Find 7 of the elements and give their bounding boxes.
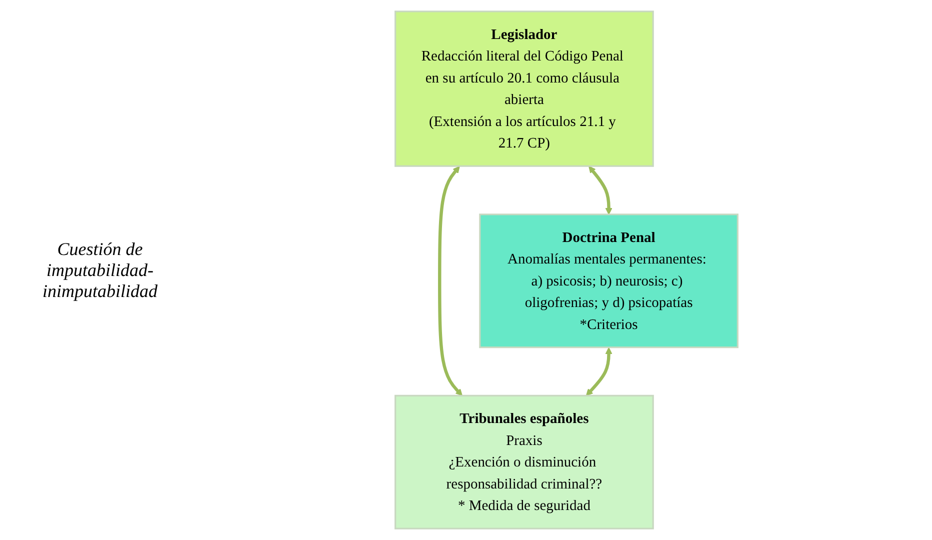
arrow [588,166,612,215]
node-box: Tribunales españoles Praxis ¿Exención o disminución responsabilidad criminal?? * Medida de seguridad [394,394,654,530]
note-text: Cuestión de imputabilidad-inimputabilidad [41,238,158,302]
arrow [585,347,612,396]
node-box: Doctrina Penal Anomalías mentales permanentes: a) psicosis; b) neurosis; c) oligofrenias; y d) psicopatías *Criterios [478,214,738,348]
arrow [438,166,462,396]
node-box: Legislador Redacción literal del Código Penal en su artículo 20.1 como cláusula abierta (Extensión a los artículos 21.1 y 21.7 CP) [394,10,654,167]
